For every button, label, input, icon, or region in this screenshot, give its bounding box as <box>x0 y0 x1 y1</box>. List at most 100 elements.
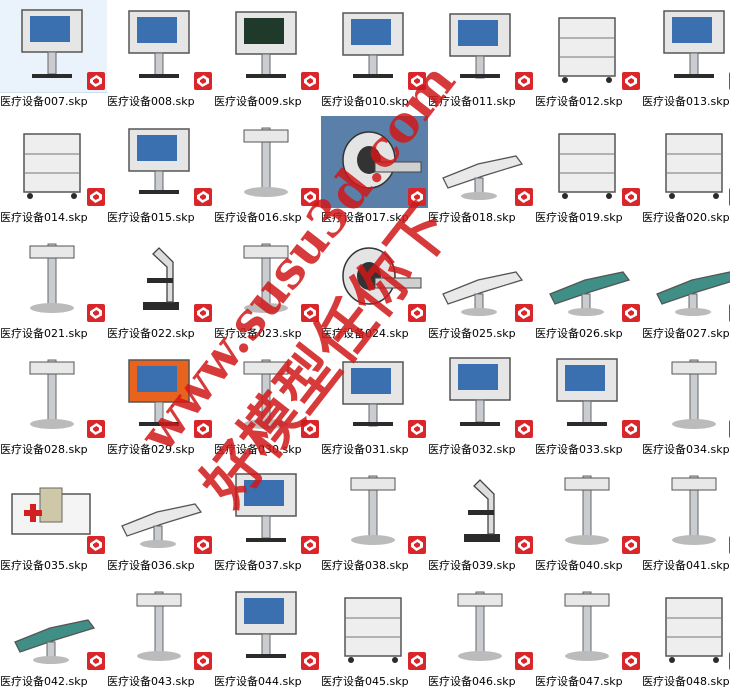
file-item[interactable]: 医疗设备045.skp <box>321 580 428 696</box>
file-thumbnail[interactable] <box>428 464 535 556</box>
file-thumbnail[interactable] <box>535 232 642 324</box>
file-thumbnail[interactable] <box>107 116 214 208</box>
file-name-label[interactable]: 医疗设备011.skp <box>428 95 516 108</box>
file-thumbnail[interactable] <box>428 232 535 324</box>
file-thumbnail[interactable] <box>535 0 642 92</box>
file-item[interactable]: 医疗设备007.skp <box>0 0 108 116</box>
file-thumbnail[interactable] <box>214 232 321 324</box>
file-item[interactable]: 医疗设备022.skp <box>107 232 214 348</box>
file-name-label[interactable]: 医疗设备021.skp <box>0 327 88 340</box>
file-item[interactable]: 医疗设备031.skp <box>321 348 428 464</box>
file-thumbnail[interactable] <box>0 232 107 324</box>
file-thumbnail[interactable] <box>535 580 642 672</box>
file-name-label[interactable]: 医疗设备015.skp <box>107 211 195 224</box>
file-name-label[interactable]: 医疗设备032.skp <box>428 443 516 456</box>
file-thumbnail[interactable] <box>428 580 535 672</box>
file-name-label[interactable]: 医疗设备040.skp <box>535 559 623 572</box>
file-thumbnail[interactable] <box>321 464 428 556</box>
file-thumbnail[interactable] <box>321 348 428 440</box>
file-item[interactable]: 医疗设备047.skp <box>535 580 642 696</box>
file-thumbnail[interactable] <box>107 348 214 440</box>
file-item[interactable]: 医疗设备008.skp <box>107 0 214 116</box>
file-item[interactable]: 医疗设备046.skp <box>428 580 535 696</box>
file-thumbnail[interactable] <box>642 232 730 324</box>
file-name-label[interactable]: 医疗设备029.skp <box>107 443 195 456</box>
file-item[interactable]: 医疗设备026.skp <box>535 232 642 348</box>
file-name-label[interactable]: 医疗设备037.skp <box>214 559 302 572</box>
file-thumbnail[interactable] <box>107 232 214 324</box>
file-name-label[interactable]: 医疗设备014.skp <box>0 211 88 224</box>
file-item[interactable]: 医疗设备032.skp <box>428 348 535 464</box>
file-name-label[interactable]: 医疗设备010.skp <box>321 95 409 108</box>
file-thumbnail[interactable] <box>214 348 321 440</box>
file-item[interactable]: 医疗设备021.skp <box>0 232 107 348</box>
file-name-label[interactable]: 医疗设备041.skp <box>642 559 730 572</box>
file-thumbnail[interactable] <box>0 0 108 93</box>
file-thumbnail[interactable] <box>642 348 730 440</box>
file-thumbnail[interactable] <box>642 0 730 92</box>
file-name-label[interactable]: 医疗设备048.skp <box>642 675 730 688</box>
file-item[interactable]: 医疗设备036.skp <box>107 464 214 580</box>
file-thumbnail[interactable] <box>0 464 107 556</box>
file-name-label[interactable]: 医疗设备018.skp <box>428 211 516 224</box>
file-name-label[interactable]: 医疗设备013.skp <box>642 95 730 108</box>
file-item[interactable]: 医疗设备034.skp <box>642 348 730 464</box>
file-thumbnail[interactable] <box>321 232 428 324</box>
file-item[interactable]: 医疗设备010.skp <box>321 0 428 116</box>
file-item[interactable]: 医疗设备043.skp <box>107 580 214 696</box>
file-name-label[interactable]: 医疗设备017.skp <box>321 211 409 224</box>
file-name-label[interactable]: 医疗设备016.skp <box>214 211 302 224</box>
file-item[interactable]: 医疗设备024.skp <box>321 232 428 348</box>
file-name-label[interactable]: 医疗设备028.skp <box>0 443 88 456</box>
file-name-label[interactable]: 医疗设备039.skp <box>428 559 516 572</box>
file-thumbnail[interactable] <box>321 0 428 92</box>
file-item[interactable]: 医疗设备027.skp <box>642 232 730 348</box>
file-item[interactable]: 医疗设备011.skp <box>428 0 535 116</box>
file-thumbnail[interactable] <box>321 580 428 672</box>
file-item[interactable]: 医疗设备019.skp <box>535 116 642 232</box>
file-name-label[interactable]: 医疗设备019.skp <box>535 211 623 224</box>
file-thumbnail[interactable] <box>428 0 535 92</box>
file-thumbnail[interactable] <box>107 0 214 92</box>
file-name-label[interactable]: 医疗设备024.skp <box>321 327 409 340</box>
file-item[interactable]: 医疗设备030.skp <box>214 348 321 464</box>
file-thumbnail[interactable] <box>0 580 107 672</box>
file-item[interactable]: 医疗设备038.skp <box>321 464 428 580</box>
file-thumbnail[interactable] <box>214 116 321 208</box>
file-thumbnail[interactable] <box>107 580 214 672</box>
file-name-label[interactable]: 医疗设备023.skp <box>214 327 302 340</box>
file-thumbnail[interactable] <box>535 464 642 556</box>
file-item[interactable]: 医疗设备041.skp <box>642 464 730 580</box>
file-item[interactable]: 医疗设备048.skp <box>642 580 730 696</box>
file-thumbnail[interactable] <box>642 580 730 672</box>
file-name-label[interactable]: 医疗设备043.skp <box>107 675 195 688</box>
file-item[interactable]: 医疗设备017.skp <box>321 116 428 232</box>
file-thumbnail[interactable] <box>642 116 730 208</box>
file-thumbnail[interactable] <box>214 464 321 556</box>
file-item[interactable]: 医疗设备015.skp <box>107 116 214 232</box>
file-thumbnail[interactable] <box>0 348 107 440</box>
file-name-label[interactable]: 医疗设备026.skp <box>535 327 623 340</box>
file-name-label[interactable]: 医疗设备022.skp <box>107 327 195 340</box>
file-item[interactable]: 医疗设备025.skp <box>428 232 535 348</box>
file-name-label[interactable]: 医疗设备042.skp <box>0 675 88 688</box>
file-name-label[interactable]: 医疗设备035.skp <box>0 559 88 572</box>
file-item[interactable]: 医疗设备020.skp <box>642 116 730 232</box>
file-item[interactable]: 医疗设备040.skp <box>535 464 642 580</box>
file-item[interactable]: 医疗设备014.skp <box>0 116 107 232</box>
file-item[interactable]: 医疗设备028.skp <box>0 348 107 464</box>
file-name-label[interactable]: 医疗设备034.skp <box>642 443 730 456</box>
file-thumbnail[interactable] <box>321 116 428 208</box>
file-name-label[interactable]: 医疗设备046.skp <box>428 675 516 688</box>
file-name-label[interactable]: 医疗设备012.skp <box>535 95 623 108</box>
file-name-label[interactable]: 医疗设备020.skp <box>642 211 730 224</box>
file-name-label[interactable]: 医疗设备008.skp <box>107 95 195 108</box>
file-thumbnail[interactable] <box>535 348 642 440</box>
file-name-label[interactable]: 医疗设备045.skp <box>321 675 409 688</box>
file-name-label[interactable]: 医疗设备007.skp <box>0 95 88 108</box>
file-thumbnail[interactable] <box>214 0 321 92</box>
file-thumbnail[interactable] <box>428 116 535 208</box>
file-item[interactable]: 医疗设备012.skp <box>535 0 642 116</box>
file-item[interactable]: 医疗设备039.skp <box>428 464 535 580</box>
file-item[interactable]: 医疗设备042.skp <box>0 580 107 696</box>
